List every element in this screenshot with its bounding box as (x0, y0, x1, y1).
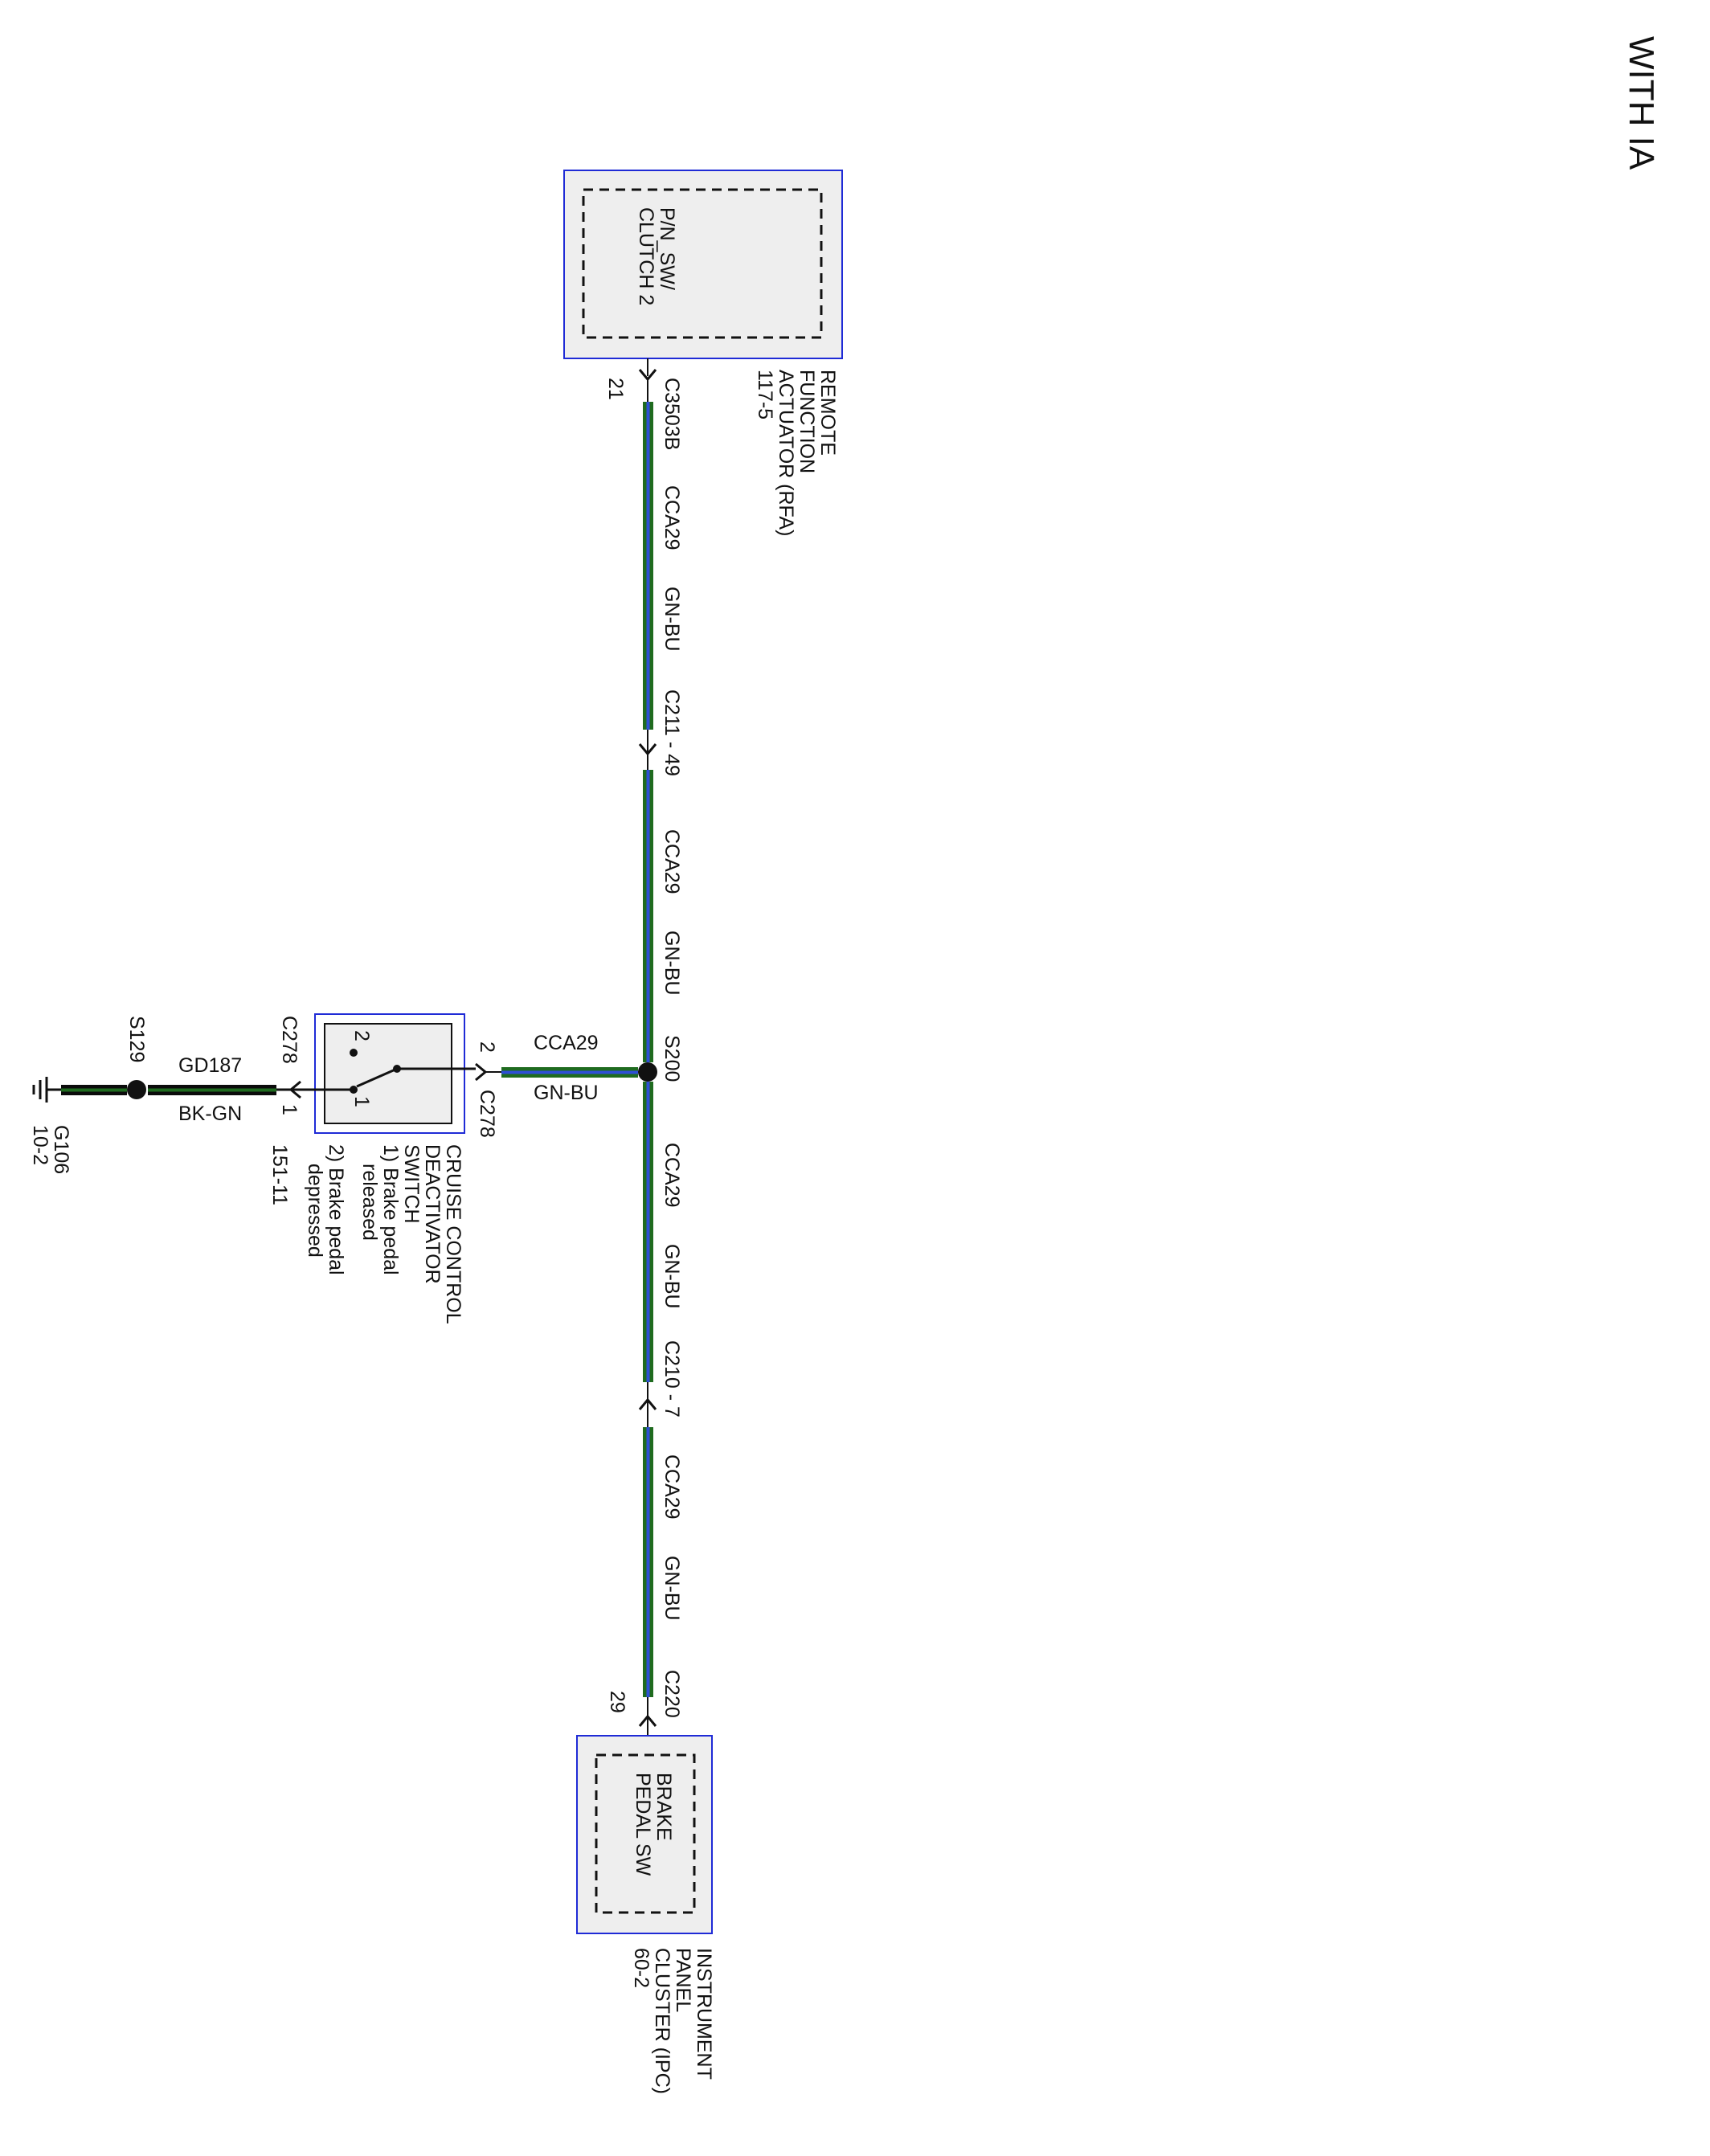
ccd-pin-gnd-label: 1 (278, 1104, 301, 1115)
ccd-pin2-arrow (475, 1062, 488, 1082)
ccd-contact-2 (350, 1049, 358, 1057)
s129-label: S129 (125, 1016, 148, 1062)
rfa-name-line2: FUNCTION (796, 370, 818, 473)
ipc-internal-line2: PEDAL SW (632, 1773, 654, 1876)
ground-g106: G106 10-2 (29, 1077, 72, 1174)
c210-label: C210 - 7 (661, 1340, 683, 1418)
ccd-position-1-line2: released (358, 1164, 381, 1241)
seg1-color: GN-BU (661, 587, 683, 652)
s129-ground-wire (61, 1085, 127, 1095)
ccd-position-1-line1: 1) Brake pedal (379, 1144, 402, 1275)
ipc-module: C220 29 BRAKE PEDAL SW INSTRUMENT PANEL … (576, 1670, 715, 2094)
seg1-circuit: CCA29 (661, 485, 683, 550)
ipc-pin-label: 29 (606, 1691, 628, 1713)
ground-wire (148, 1085, 276, 1095)
ground-wire-circuit: GD187 (178, 1054, 242, 1077)
s129-dot (127, 1080, 146, 1099)
s129-splice: S129 (125, 1016, 148, 1099)
ccd-connector-label-right: C278 (476, 1090, 498, 1138)
ccd-connector-label-left: C278 (278, 1016, 301, 1064)
ccd-name-line1: CRUISE CONTROL (442, 1144, 464, 1324)
ccd-name-line3: SWITCH (400, 1144, 423, 1224)
ccd-internal-pin-1: 1 (350, 1096, 373, 1107)
ipc-connector-label: C220 (661, 1670, 683, 1718)
rfa-name-line3: ACTUATOR (RFA) (775, 370, 797, 536)
seg2-circuit: CCA29 (661, 829, 683, 894)
ccd-position-2-line1: 2) Brake pedal (325, 1144, 347, 1275)
ipc-internal-box (595, 1753, 696, 1914)
wire-segment-3 (643, 1082, 653, 1382)
ipc-name-line3: CLUSTER (IPC) (651, 1948, 673, 2094)
branch-color: GN-BU (534, 1082, 599, 1104)
rfa-internal-line2: CLUTCH 2 (635, 207, 657, 305)
s200-label: S200 (661, 1035, 683, 1082)
seg4-color: GN-BU (661, 1556, 683, 1621)
branch-wire (501, 1067, 638, 1078)
c211-arrow (638, 743, 657, 756)
ipc-page-ref: 60-2 (630, 1948, 652, 1988)
ipc-name-line2: PANEL (672, 1948, 694, 2012)
seg4-circuit: CCA29 (661, 1454, 683, 1520)
seg3-color: GN-BU (661, 1244, 683, 1309)
branch-circuit: CCA29 (534, 1032, 599, 1054)
ground-ref: 10-2 (29, 1125, 51, 1165)
rfa-name-line1: REMOTE (816, 370, 839, 456)
ipc-box (576, 1735, 713, 1934)
ground-wire-color: BK-GN (178, 1103, 242, 1125)
ipc-name-line1: INSTRUMENT (693, 1948, 715, 2080)
seg3-circuit: CCA29 (661, 1143, 683, 1208)
rfa-internal-line1: P/N_SW/ (656, 207, 678, 290)
ccd-position-2-line2: depressed (304, 1164, 326, 1258)
ground-name: G106 (50, 1125, 72, 1174)
rfa-box (563, 170, 843, 359)
ipc-internal-line1: BRAKE (652, 1773, 675, 1841)
ccd-pin-out-label: 2 (476, 1041, 498, 1053)
rfa-pin-label: 21 (604, 378, 627, 400)
wire-segment-1 (643, 402, 653, 730)
ccd-internal-pin-2: 2 (350, 1030, 373, 1041)
ccd-page-ref: 151-11 (268, 1144, 291, 1205)
wire-segment-4 (643, 1427, 653, 1697)
c210-arrow (638, 1397, 657, 1410)
seg2-color: GN-BU (661, 931, 683, 996)
rfa-module: P/N_SW/ CLUTCH 2 REMOTE FUNCTION ACTUATO… (563, 170, 843, 536)
ccd-name-line2: DEACTIVATOR (421, 1144, 444, 1284)
rfa-connector-label: C3503B (661, 378, 683, 450)
rfa-page-ref: 117-5 (754, 370, 776, 419)
c210-connector: C210 - 7 (638, 1340, 683, 1418)
ccd-switch-blade (356, 1067, 398, 1088)
ccd-switch: 2 C278 1 2 1 C278 CRUISE CONTROL DEACTIV… (268, 1013, 498, 1324)
rfa-internal-box (582, 188, 823, 339)
wire-segment-2 (643, 770, 653, 1062)
c211-label: C211 - 49 (661, 689, 683, 776)
option-label: WITH IA (1622, 36, 1661, 170)
c211-connector: C211 - 49 (638, 689, 683, 776)
